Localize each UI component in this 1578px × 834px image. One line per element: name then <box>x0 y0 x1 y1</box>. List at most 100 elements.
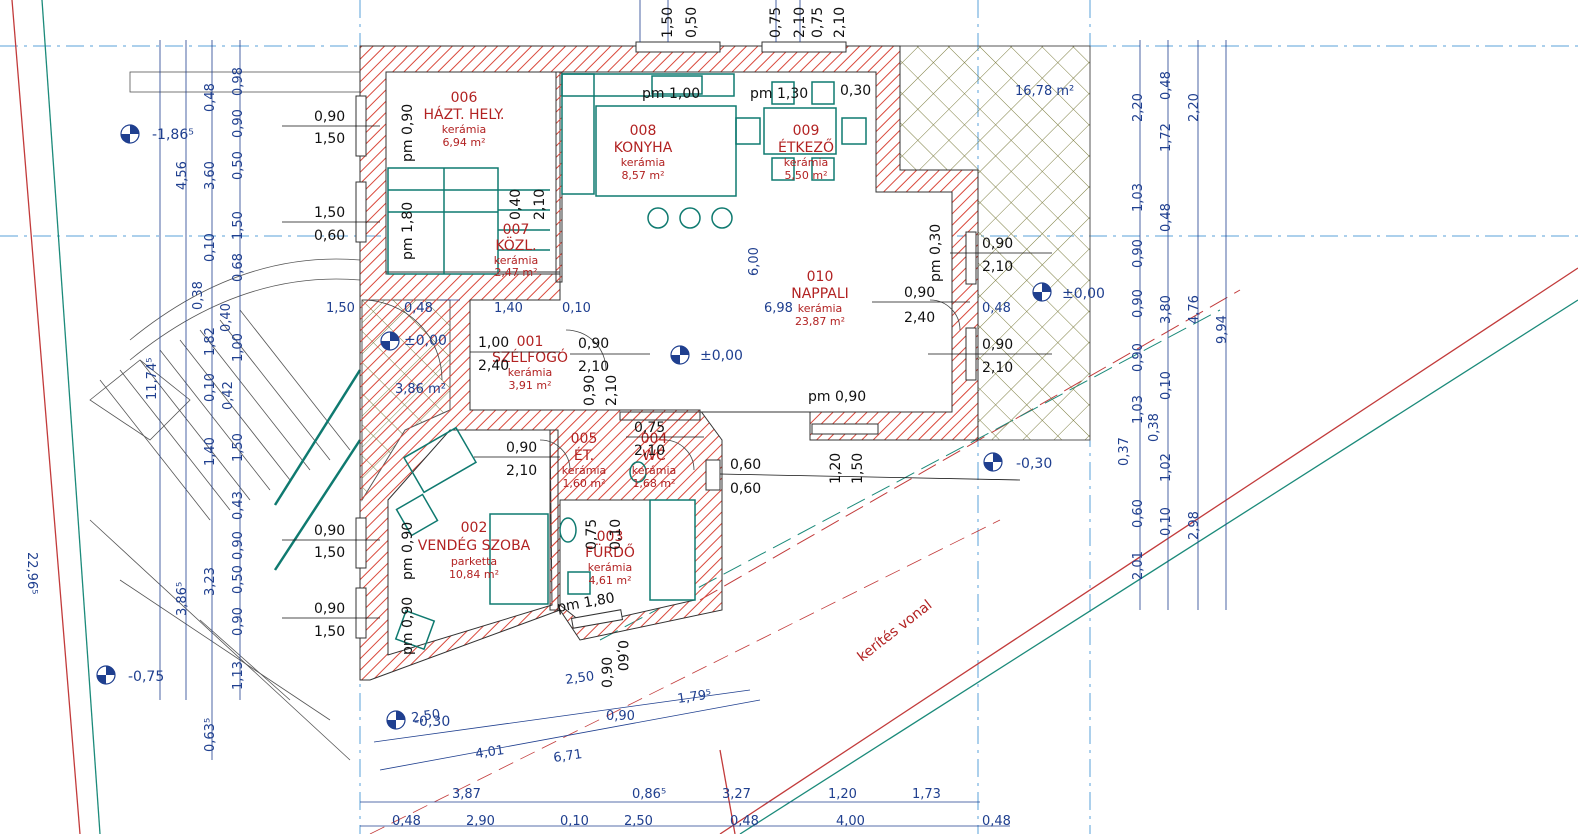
svg-text:008: 008 <box>630 123 657 139</box>
level-marker <box>1032 282 1052 302</box>
level-label: ±0,00 <box>1062 286 1105 302</box>
svg-text:8,57 m²: 8,57 m² <box>621 169 664 182</box>
svg-text:ÉTKEZŐ: ÉTKEZŐ <box>778 138 834 156</box>
level-marker <box>670 345 690 365</box>
svg-text:0,60: 0,60 <box>730 481 761 497</box>
opening-label: 0,90 1,50 <box>282 523 380 561</box>
svg-text:009: 009 <box>793 123 820 139</box>
dimension-label: 0,48 <box>404 301 433 316</box>
opening-label: 0,90 2,10 <box>474 440 560 479</box>
dimension-label: 0,42 <box>221 381 236 410</box>
svg-text:kerámia: kerámia <box>632 464 677 477</box>
svg-text:parketta: parketta <box>451 555 497 568</box>
dimension-label: 3,86⁵ <box>175 582 190 616</box>
level-labels: -1,86⁵ ±0,00 ±0,00 ±0,00 -0,30 -0,30 -0,… <box>128 127 1105 730</box>
top-dimensions: 1,50 0,50 0,75 2,10 0,75 2,10 <box>660 7 848 38</box>
dimension-label: 0,98 <box>231 67 246 96</box>
level-marker <box>120 124 140 144</box>
svg-text:KÖZL.: KÖZL. <box>495 236 536 254</box>
level-label: ±0,00 <box>404 333 447 349</box>
dimension-label: 1,40 <box>494 301 523 316</box>
svg-text:0,90: 0,90 <box>904 285 935 301</box>
room-002: 002 VENDÉG SZOBA parketta 10,84 m² <box>418 520 531 581</box>
opening-labels: 0,90 1,50 1,50 0,60 1,00 2,40 0,90 2,10 … <box>282 109 1052 640</box>
svg-text:1,50: 1,50 <box>314 624 345 640</box>
dimension-label: 2,10 <box>604 375 620 406</box>
dimension-label: 1,82 <box>203 327 218 356</box>
room-003: 003 FÜRDŐ kerámia 4,61 m² <box>585 529 635 587</box>
svg-text:2,40: 2,40 <box>904 310 935 326</box>
dimension-label: 2,20 <box>1131 93 1146 122</box>
right-dimensions: 2,20 0,48 1,72 2,20 1,03 0,48 0,90 0,90 … <box>1117 71 1230 580</box>
dimension-label: 0,90 <box>231 531 246 560</box>
parapet-label: pm 0,90 <box>808 389 866 405</box>
parapet-label: pm 0,30 <box>928 224 944 282</box>
dimension-label: 0,63⁵ <box>203 718 218 752</box>
svg-text:1,50: 1,50 <box>314 545 345 561</box>
room-008: 008 KONYHA kerámia 8,57 m² <box>614 123 673 182</box>
svg-text:2,10: 2,10 <box>578 359 609 375</box>
dimension-label: 9,94 <box>1215 315 1230 344</box>
svg-text:0,90: 0,90 <box>578 336 609 352</box>
parapet-label: pm 0,90 <box>400 597 416 655</box>
svg-text:3,91 m²: 3,91 m² <box>508 379 551 392</box>
svg-text:2,10: 2,10 <box>982 360 1013 376</box>
svg-text:kerámia: kerámia <box>508 366 553 379</box>
dimension-label: 1,72 <box>1159 123 1174 152</box>
svg-text:0,90: 0,90 <box>314 601 345 617</box>
svg-text:kerámia: kerámia <box>798 302 843 315</box>
svg-text:5,50 m²: 5,50 m² <box>784 169 827 182</box>
svg-text:WC: WC <box>642 448 666 464</box>
room-005: 005 ÉT. kerámia 1,60 m² <box>562 431 607 490</box>
opening-label: 0,90 2,40 <box>872 285 970 326</box>
svg-text:1,60 m²: 1,60 m² <box>562 477 605 490</box>
opening-label: 0,90 1,50 <box>282 109 380 147</box>
furniture <box>387 73 867 651</box>
level-label: ±0,00 <box>700 348 743 364</box>
dimension-label: 1,20 <box>828 787 857 802</box>
svg-text:010: 010 <box>807 269 834 285</box>
level-marker <box>380 331 400 351</box>
dimension-label: 0,10 <box>562 301 591 316</box>
svg-text:0,60: 0,60 <box>314 228 345 244</box>
svg-text:4,61 m²: 4,61 m² <box>588 574 631 587</box>
shower <box>649 499 696 601</box>
level-marker <box>386 710 406 730</box>
svg-text:2,10: 2,10 <box>982 259 1013 275</box>
parapet-label: pm 1,30 <box>750 86 808 102</box>
guest-bed <box>489 513 549 605</box>
level-label: -1,86⁵ <box>152 127 194 143</box>
dimension-label: 0,10 <box>560 814 589 829</box>
dimension-label: 0,60 <box>1131 499 1146 528</box>
dimension-label: 0,38 <box>191 281 206 310</box>
room-007: 007 KÖZL. kerámia 2,47 m² <box>494 222 539 279</box>
dimension-label: 0,48 <box>1159 203 1174 232</box>
dimension-label: 1,50 <box>660 7 676 38</box>
dimension-label: 2,10 <box>792 7 808 38</box>
dimension-label: 1,03 <box>1131 183 1146 212</box>
svg-text:003: 003 <box>597 529 624 545</box>
dimension-label: 22,96⁵ <box>24 552 39 594</box>
opening-label: 0,90 1,50 <box>282 601 380 640</box>
svg-text:kerámia: kerámia <box>784 156 829 169</box>
opening-label: 0,90 2,10 <box>928 337 1052 376</box>
dimension-label: 0,90 <box>600 657 616 688</box>
svg-text:kerámia: kerámia <box>621 156 666 169</box>
svg-text:ÉT.: ÉT. <box>574 447 594 464</box>
wall-wc <box>619 411 701 421</box>
opening-label: 1,00 2,40 <box>470 335 560 374</box>
dimension-label: 0,10 <box>1159 371 1174 400</box>
level-label: -0,75 <box>128 669 164 685</box>
dimension-label: 1,13 <box>231 661 246 690</box>
entry-ramp <box>273 369 362 571</box>
level-markers <box>96 124 1052 730</box>
svg-text:kerámia: kerámia <box>442 123 487 136</box>
dimension-label: 2,10 <box>832 7 848 38</box>
toilet <box>559 517 577 543</box>
dimension-label: 0,90 <box>231 109 246 138</box>
level-label: -0,30 <box>1016 456 1052 472</box>
dimension-label: 0,48 <box>203 83 218 112</box>
dimension-label: 1,50 <box>850 453 866 484</box>
exterior-stairs <box>89 71 361 761</box>
dimension-label: 1,50 <box>231 211 246 240</box>
